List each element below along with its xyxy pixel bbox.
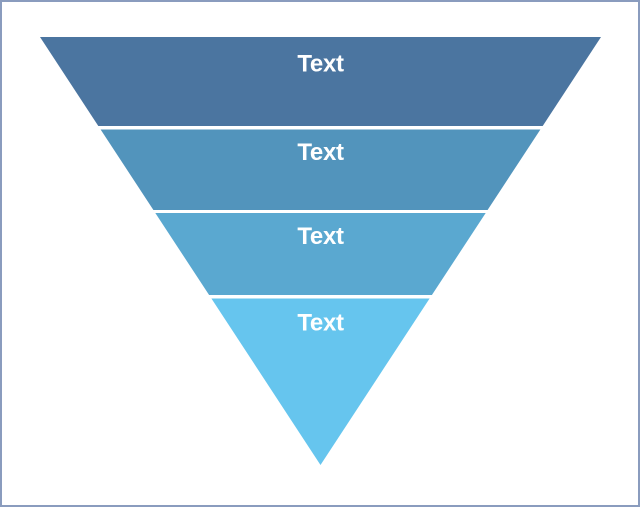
funnel-level-3-label: Text [297,223,344,250]
funnel-level-2-label: Text [297,139,344,166]
funnel-level-2-shape [100,129,541,210]
funnel-level-1-shape [40,37,601,126]
funnel-level-4-shape [211,298,430,465]
funnel-level-1-label: Text [297,51,344,78]
funnel-level-3-shape [155,213,486,295]
funnel-level-4-label: Text [297,310,344,337]
